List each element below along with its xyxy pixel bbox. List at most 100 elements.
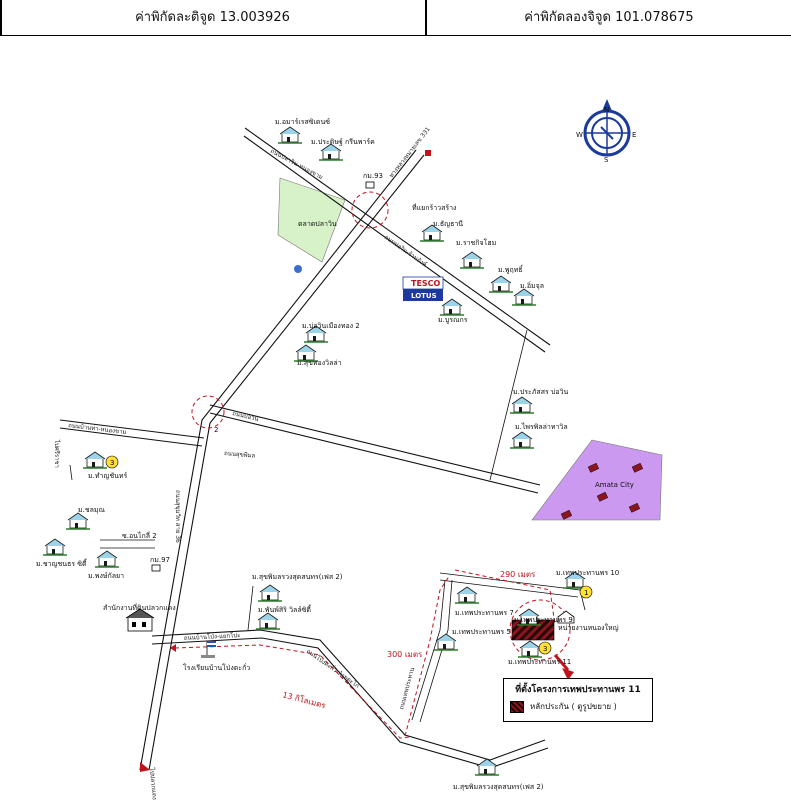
- red-route: [174, 191, 571, 739]
- collateral-swatch-icon: [510, 700, 524, 713]
- label-phong-kanlaya: ม.พงษ์กัลยา: [88, 572, 124, 580]
- legend-item-label: หลักประกัน ( ดูรูปขยาย ): [530, 702, 617, 711]
- label-thepprasarn-7: ม.เทพประทานพร 7: [455, 609, 514, 617]
- house-icon: [94, 550, 120, 568]
- house-icon: [82, 451, 108, 469]
- road-label-f: ถนนบ้านโป่ง-แยกโปะ: [184, 631, 241, 642]
- house-icon: [42, 538, 68, 556]
- badge-1: 1: [579, 585, 593, 599]
- label-market: ตลาดปลาวิน: [298, 220, 337, 228]
- label-boonyanakorn: ม.ชลมุณ: [78, 506, 105, 514]
- label-school: โรงเรียนบ้านโป่งตะกั่ว: [183, 663, 250, 672]
- label-en-chai: ม.อิ่มจุล: [520, 281, 544, 290]
- distance-13km: 13 กิโลเมตร: [281, 689, 327, 710]
- road-label-j: ไปปลวกแดง: [148, 766, 159, 800]
- label-park-villa: ม.ไพรพิลล่าทาวิล: [515, 422, 568, 431]
- legend-title: ที่ตั้งโครงการเทพประทานพร 11: [515, 685, 641, 695]
- distance-290: 290 เมตร: [500, 570, 536, 579]
- school-flag-icon: [201, 641, 216, 658]
- coordinate-header: ค่าพิกัดละติจูด 13.003926 ค่าพิกัดลองจิจ…: [0, 0, 791, 36]
- label-thepprasarn-9: ม.เทพประทานพร 9: [514, 616, 573, 624]
- south-arrow-icon: [140, 762, 150, 772]
- compass-s: S: [604, 156, 609, 164]
- label-phuree: ม.พูฤทธิ์: [498, 264, 524, 274]
- house-icon: [474, 758, 500, 776]
- main-roads: [59, 127, 586, 771]
- label-suk-thong: ม.สุขทองวิลล่า: [297, 359, 342, 367]
- legend-row: หลักประกัน ( ดูรูปขยาย ): [510, 700, 646, 713]
- road-label-d: ถนนบ่อวิน: [232, 410, 260, 423]
- road-label-a: ถนนบ่อวิน-ร้านถังค์: [383, 233, 429, 268]
- label-amata-residence: ม.อมาร์เรสซิเดนซ์: [275, 118, 330, 126]
- badge-2: 3: [538, 641, 552, 655]
- label-thepprasarn-11: ม.เทพประทานพร 11: [508, 658, 571, 666]
- house-icon: [511, 288, 537, 306]
- longitude-label: ค่าพิกัดลองจิจูด 101.078675: [524, 10, 694, 25]
- road-label-highway: ถนนปลาวิน-หนองขาม: [269, 148, 324, 182]
- tesco-text: TESCO: [411, 279, 441, 288]
- compass-e: E: [632, 131, 636, 139]
- house-icon: [318, 143, 344, 161]
- temple-icon: [125, 608, 155, 632]
- legend-box: ที่ตั้งโครงการเทพประทานพร 11 หลักประกัน …: [503, 678, 653, 722]
- badge-3: 3: [105, 455, 119, 469]
- label-office-nong-yai: หน่วยงานหนองใหญ่: [558, 623, 619, 632]
- latitude-label: ค่าพิกัดละติจูด 13.003926: [135, 10, 290, 25]
- label-pinsiri: ม.พันพ์สิริ วิลล์ซิตี้: [258, 603, 312, 614]
- route-arrow: [562, 668, 574, 680]
- compass-icon: [583, 99, 631, 157]
- label-sukhumvit-ville: ม.สุขพิมลรวงสุดสนทร(เฟส 2): [252, 573, 343, 581]
- badge-1-text: 1: [584, 589, 588, 597]
- label-bo-win-village: ม.บ่อวินเมืองทอง 2: [302, 322, 360, 330]
- amata-city-area: [531, 439, 663, 521]
- badge-3-text: 3: [110, 459, 114, 467]
- house-icon: [255, 612, 281, 630]
- label-junction: ที่แยกร้าวสร้าง: [412, 203, 456, 212]
- label-amata-city: Amata City: [595, 481, 634, 489]
- road-label-g: ถนนโป่งตะกั่ว-ห้วยตะโก: [305, 647, 361, 690]
- label-ratchakit: ม.ราชกิจโฮม: [456, 238, 496, 247]
- label-thepprasarn-10: ม.เทพประทานพร 10: [556, 569, 619, 577]
- road-label-h: ถนนสุขพิมล: [224, 450, 256, 460]
- compass-w: W: [576, 131, 583, 139]
- red-marker-icon: [425, 150, 431, 156]
- lotus-text: LOTUS: [411, 292, 437, 300]
- road-label-highway-36: ถนนสุขุมวิท สาย 36: [174, 490, 181, 543]
- house-icon: [517, 640, 543, 658]
- house-icon: [488, 275, 514, 293]
- route-start-arrow: [170, 644, 176, 652]
- label-sukhumvit-ville-2: ม.สุขพิมลรวงสุดสนทร(เฟส 2): [453, 783, 544, 791]
- label-land-office: สำนักงานที่ดินปลวกแดง: [103, 603, 176, 612]
- label-km97: กม.97: [150, 556, 170, 564]
- label-soi-lapchai: ซ.อนไกลี่ 2: [122, 531, 157, 540]
- label-cholpruk: ม.ชาญชนธร ซิตี้: [36, 557, 88, 568]
- house-icon: [439, 298, 465, 316]
- house-icon: [65, 512, 91, 530]
- label-samo-khamin: ม.ทำญชันทร์: [88, 472, 127, 480]
- house-icon: [257, 584, 283, 602]
- house-icon: [509, 396, 535, 414]
- label-thanya: ม.ธัญธานี: [433, 220, 463, 228]
- header-left-edge: [0, 0, 2, 36]
- blue-marker-icon: [294, 265, 302, 273]
- label-wangpradit: ม.ประดิษฐ์ กรีนพาร์ค: [311, 138, 375, 146]
- house-icon: [459, 251, 485, 269]
- compass-n: N: [604, 106, 609, 114]
- house-icon: [454, 586, 480, 604]
- tesco-lotus-logo: TESCO LOTUS: [402, 276, 444, 301]
- label-thepprasarn-5: ม.เทพประทานพร 5: [452, 628, 511, 636]
- label-chai-rachapruk: ม.ประภัสสร บ่อวิน: [513, 388, 569, 396]
- office-icon: [557, 610, 575, 624]
- amata-buildings: [560, 462, 644, 520]
- junction-2-number: 2: [214, 426, 218, 434]
- location-map: N S W E TESCO LOTUS: [36, 99, 663, 800]
- road-label-i: ไปศรีราชา: [53, 439, 61, 468]
- house-icon: [277, 126, 303, 144]
- label-km93: กม.93: [363, 172, 383, 180]
- header-divider: [425, 0, 427, 36]
- km-marker-icon: [151, 181, 375, 572]
- house-icon: [509, 431, 535, 449]
- distance-300: 300 เมตร: [387, 650, 423, 659]
- road-label-l: ถนนเทพประทาน: [398, 667, 416, 711]
- badge-2-text: 3: [543, 645, 547, 653]
